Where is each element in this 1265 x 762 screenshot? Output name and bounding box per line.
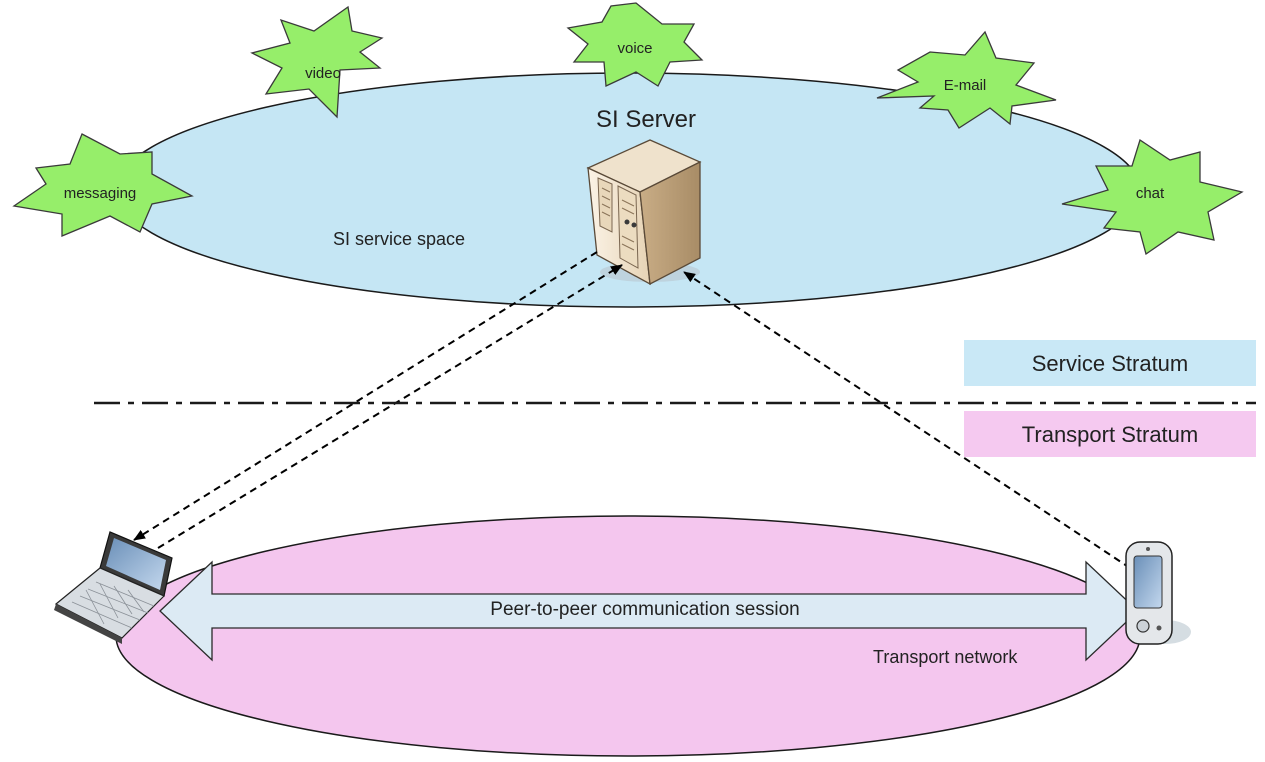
voice-label: voice bbox=[617, 40, 652, 57]
transport-stratum-label: Transport Stratum bbox=[1022, 422, 1198, 447]
service-burst-voice: voice bbox=[566, 2, 704, 87]
service-burst-chat: chat bbox=[1061, 138, 1244, 256]
transport-network-ellipse bbox=[115, 515, 1141, 757]
email-label: E-mail bbox=[944, 77, 987, 94]
video-label: video bbox=[305, 65, 341, 82]
server-to-laptop-arrow bbox=[133, 251, 598, 541]
service-burst-messaging: messaging bbox=[12, 133, 194, 237]
transport-network-label: Transport network bbox=[873, 647, 1018, 667]
laptop-to-server-arrow bbox=[157, 264, 623, 549]
service-burst-video: video bbox=[250, 5, 384, 119]
device-to-server-arrow bbox=[683, 271, 1131, 569]
chat-label: chat bbox=[1136, 185, 1165, 202]
session-label: Peer-to-peer communication session bbox=[490, 599, 799, 620]
server-icon bbox=[586, 139, 702, 286]
si-server-label: SI Server bbox=[596, 106, 696, 133]
service-burst-email: E-mail bbox=[876, 30, 1057, 129]
si-service-space-label: SI service space bbox=[333, 229, 465, 249]
laptop-icon bbox=[54, 531, 173, 644]
transport-stratum-band bbox=[964, 411, 1256, 457]
handheld-device-icon bbox=[1125, 541, 1191, 645]
messaging-label: messaging bbox=[64, 185, 137, 202]
service-stratum-band bbox=[964, 340, 1256, 386]
service-stratum-label: Service Stratum bbox=[1032, 351, 1189, 376]
